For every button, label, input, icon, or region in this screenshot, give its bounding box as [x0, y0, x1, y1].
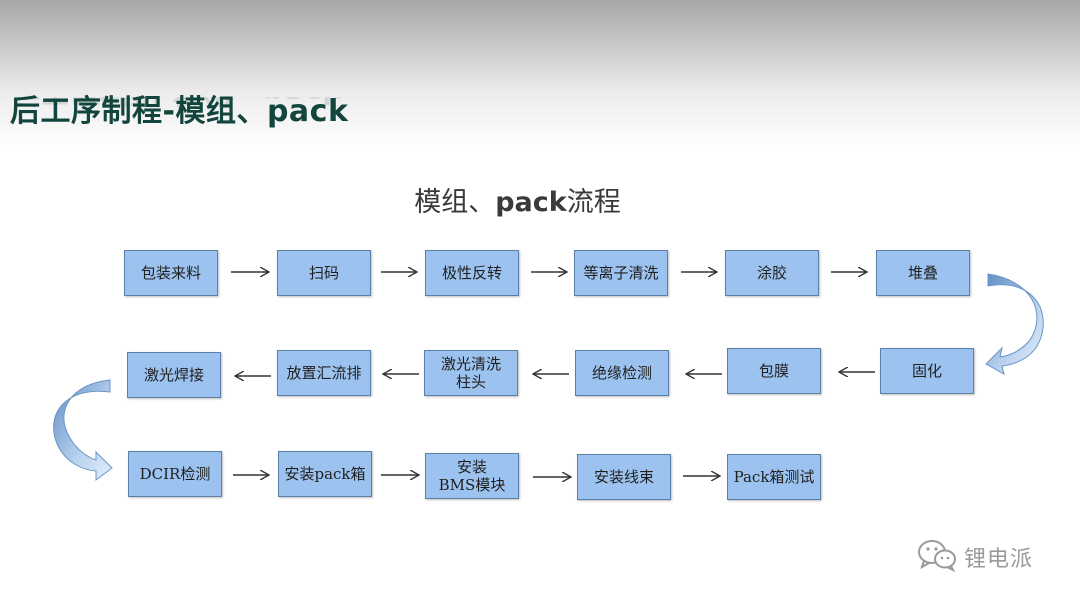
- header-band: [0, 0, 1080, 150]
- step-label: 涂胶: [756, 264, 787, 282]
- step-label: 安装线束: [593, 468, 654, 486]
- step-box-cure: 固化: [880, 348, 974, 394]
- step-box-glue: 涂胶: [725, 250, 819, 296]
- step-box-pack-case-test: Pack箱测试: [727, 454, 821, 500]
- step-label: 激光焊接: [143, 366, 204, 384]
- diagram-title: 模组、pack流程: [0, 180, 1035, 219]
- step-label: 激光清洗 柱头: [440, 355, 501, 391]
- curved-arrow-right: [985, 273, 1044, 375]
- step-label: Pack箱测试: [733, 468, 815, 486]
- step-box-plasma-clean: 等离子清洗: [574, 250, 668, 296]
- step-box-install-pack-case: 安装pack箱: [278, 451, 372, 497]
- watermark: 锂电派: [916, 538, 1033, 576]
- step-label: 放置汇流排: [286, 364, 362, 382]
- curved-arrow-left: [53, 379, 113, 481]
- watermark-text: 锂电派: [964, 547, 1034, 572]
- step-label: 包膜: [758, 362, 789, 380]
- step-box-laser-clean-terminal: 激光清洗 柱头: [424, 350, 518, 396]
- step-label: 堆叠: [907, 264, 938, 282]
- step-label: 固化: [911, 362, 942, 380]
- step-label: 安装pack箱: [284, 465, 366, 483]
- diagram-title-suffix: 流程: [566, 187, 621, 218]
- step-box-laser-weld: 激光焊接: [127, 352, 221, 398]
- step-box-film-wrap: 包膜: [727, 348, 821, 394]
- step-label: 等离子清洗: [583, 264, 659, 282]
- page-title: 后工序制程-模组、pack: [10, 94, 349, 129]
- wechat-icon: [916, 538, 958, 576]
- step-box-scan-code: 扫码: [277, 250, 371, 296]
- step-box-stack: 堆叠: [876, 250, 970, 296]
- step-box-insulation-test: 绝缘检测: [575, 350, 669, 396]
- step-box-busbar-place: 放置汇流排: [277, 350, 371, 396]
- step-label: 安装 BMS模块: [438, 458, 506, 494]
- step-box-install-bms: 安装 BMS模块: [425, 453, 519, 499]
- diagram-title-prefix: 模组、: [414, 187, 496, 218]
- step-label: 包装来料: [140, 264, 201, 282]
- diagram-title-bold: pack: [495, 187, 567, 218]
- step-box-install-harness: 安装线束: [577, 454, 671, 500]
- step-label: 绝缘检测: [591, 364, 652, 382]
- step-label: 极性反转: [441, 264, 502, 282]
- step-box-polarity-reverse: 极性反转: [425, 250, 519, 296]
- step-label: DCIR检测: [139, 465, 211, 483]
- step-box-incoming-packaging: 包装来料: [124, 250, 218, 296]
- step-label: 扫码: [308, 264, 339, 282]
- step-box-dcir-test: DCIR检测: [128, 451, 222, 497]
